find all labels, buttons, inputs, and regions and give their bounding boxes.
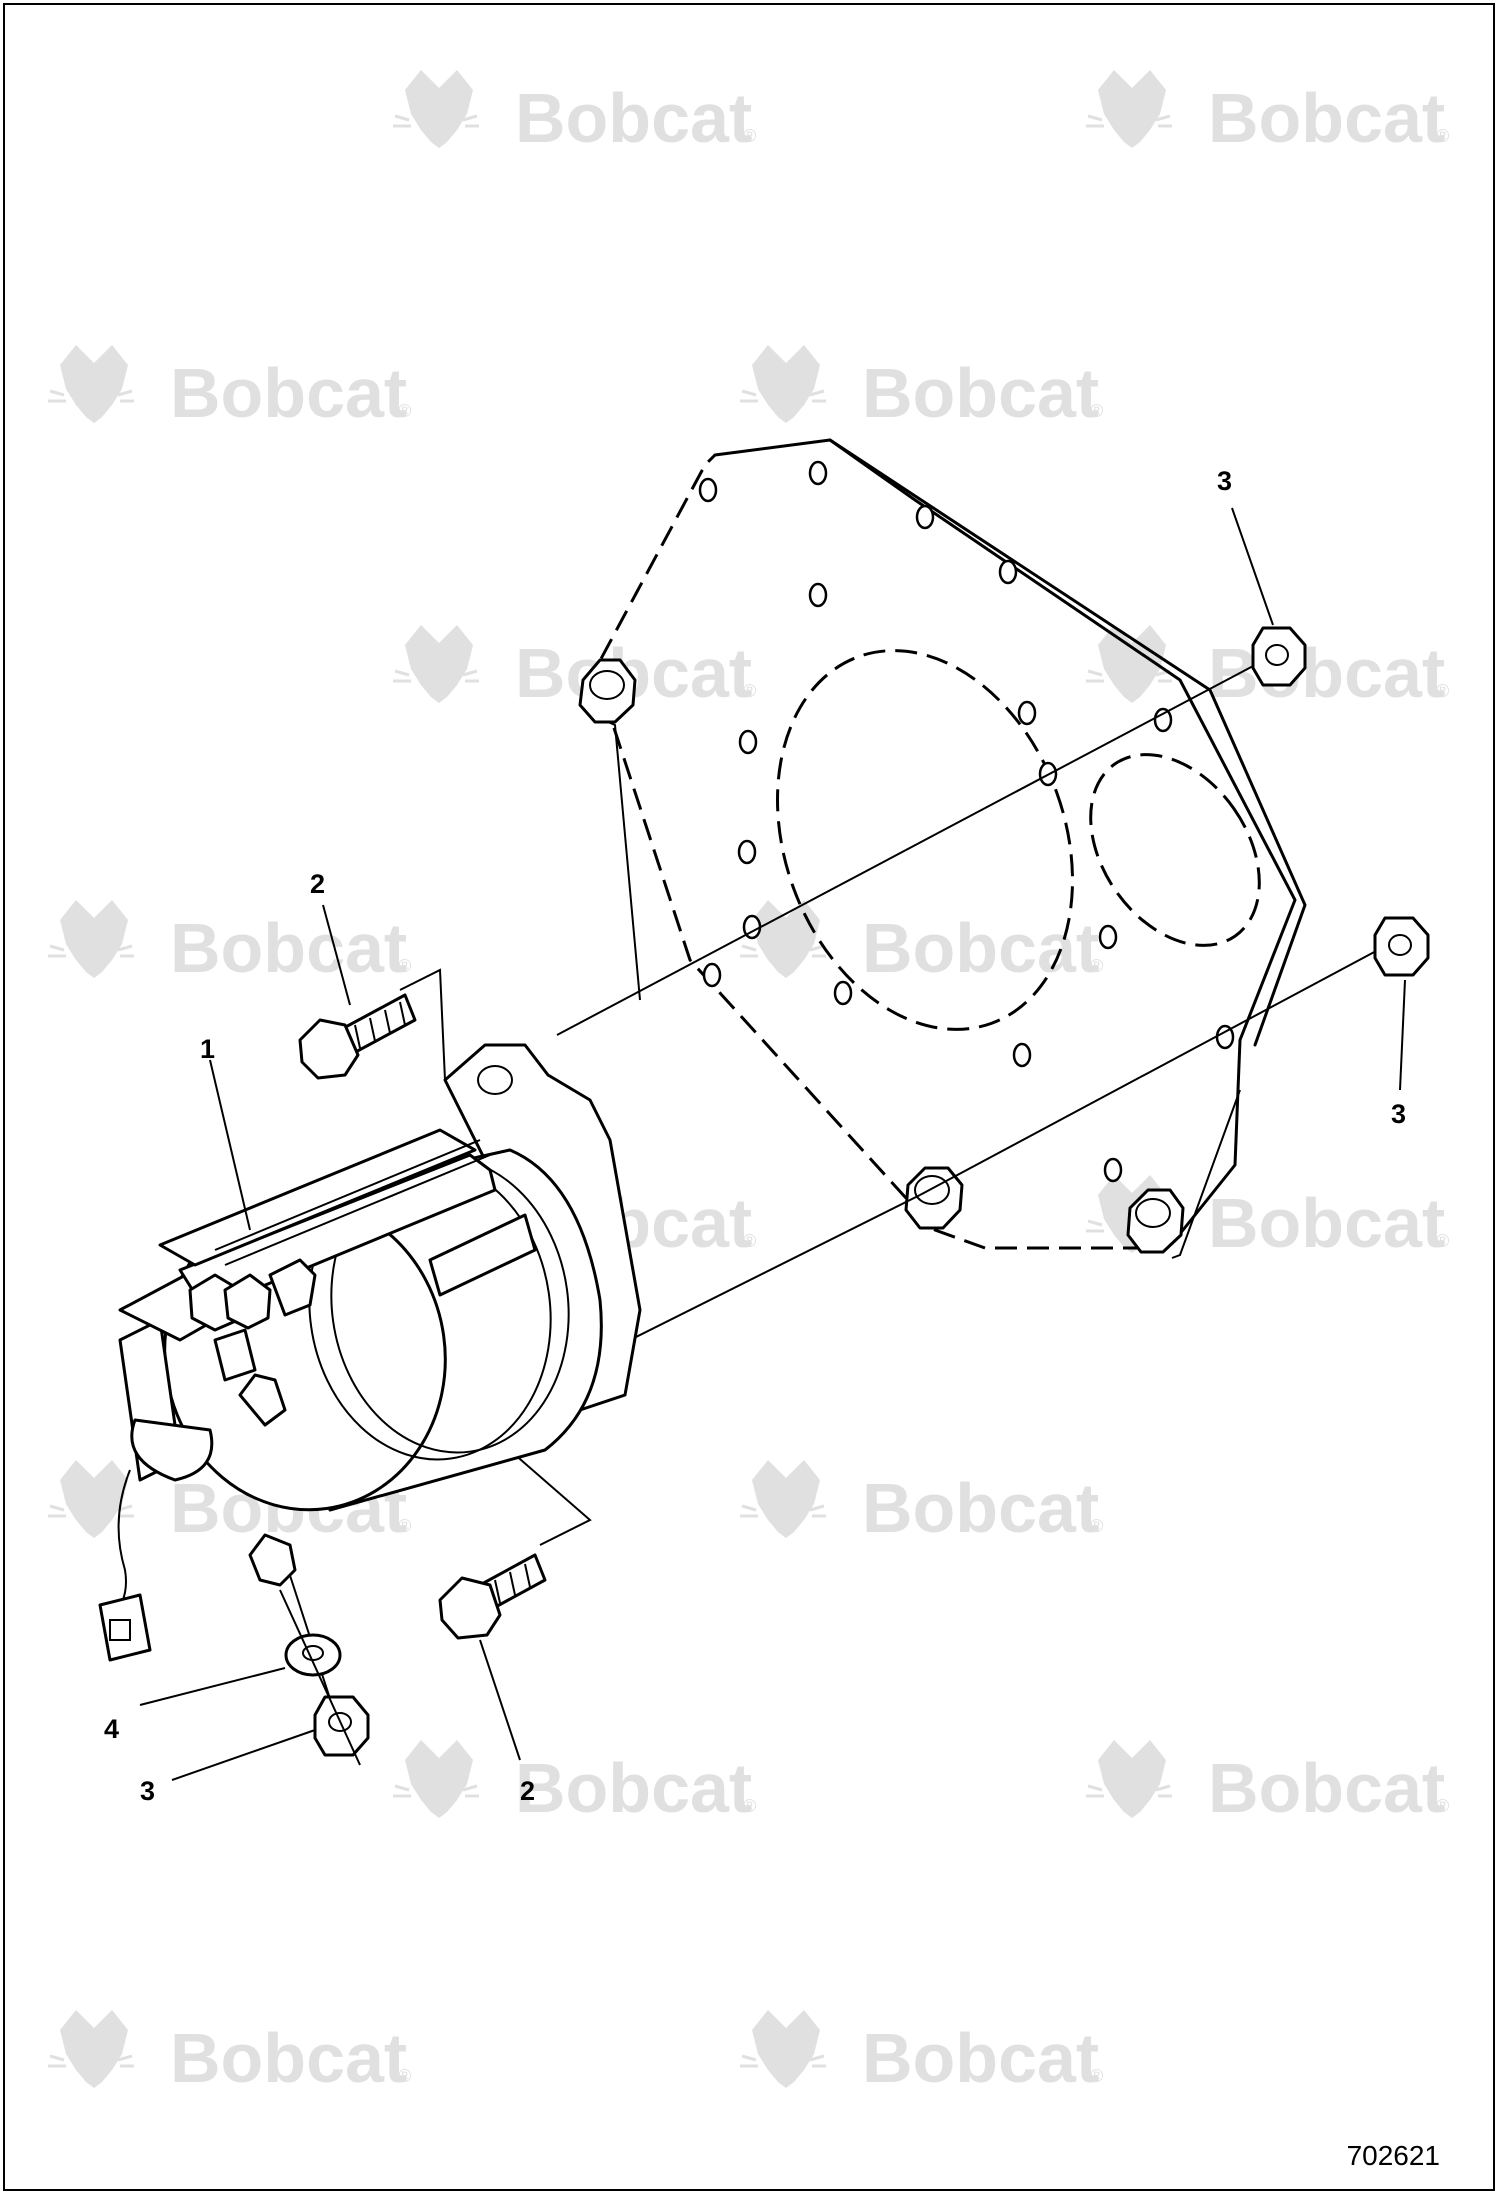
nut-lower-left xyxy=(279,1589,370,1766)
plate-studs xyxy=(578,658,1185,1254)
callout-bolt-lower: 2 xyxy=(520,1776,535,1806)
callout-starter: 1 xyxy=(200,1034,215,1064)
watermark-registered-mark: ® xyxy=(1090,1516,1103,1536)
watermark-registered-mark: ® xyxy=(1090,956,1103,976)
callout-nut-right: 3 xyxy=(1391,1099,1406,1129)
callout-nut-lower-left: 3 xyxy=(140,1776,155,1806)
bobcat-head-logo-icon xyxy=(738,343,828,425)
watermark-brand-text: Bobcat xyxy=(862,2019,1099,2097)
bobcat-watermark: Bobcat® xyxy=(738,2008,1103,2097)
callout-labels: 1 2 2 3 3 3 4 xyxy=(104,466,1406,1806)
bobcat-head-logo-icon xyxy=(738,1458,828,1540)
bobcat-head-logo-icon xyxy=(46,898,136,980)
nut-right xyxy=(1373,916,1430,977)
watermark-registered-mark: ® xyxy=(398,2066,411,2086)
bobcat-head-logo-icon xyxy=(46,343,136,425)
watermark-brand-text: Bobcat xyxy=(1208,1749,1445,1827)
bobcat-head-logo-icon xyxy=(391,1738,481,1820)
callout-leaders xyxy=(139,507,1406,1781)
watermark-registered-mark: ® xyxy=(1436,681,1449,701)
bobcat-watermark: Bobcat® xyxy=(738,343,1103,432)
watermark-brand-text: Bobcat xyxy=(170,354,407,432)
watermark-brand-text: Bobcat xyxy=(515,79,752,157)
bobcat-watermark: Bobcat® xyxy=(46,2008,411,2097)
adapter-plate xyxy=(578,438,1307,1254)
watermark-brand-text: Bobcat xyxy=(1208,634,1445,712)
bobcat-watermark: Bobcat® xyxy=(391,1738,756,1827)
bobcat-head-logo-icon xyxy=(391,68,481,150)
bobcat-head-logo-icon xyxy=(1084,68,1174,150)
bobcat-watermark: Bobcat® xyxy=(1084,623,1449,712)
watermark-registered-mark: ® xyxy=(743,1796,756,1816)
bobcat-head-logo-icon xyxy=(1084,1738,1174,1820)
watermark-registered-mark: ® xyxy=(398,1516,411,1536)
plate-holes xyxy=(698,460,1235,1183)
watermark-brand-text: Bobcat xyxy=(170,909,407,987)
watermark-registered-mark: ® xyxy=(1090,2066,1103,2086)
callout-nut-upper-right: 3 xyxy=(1217,466,1232,496)
drawing-number: 702621 xyxy=(1347,2140,1440,2171)
drawing-frame xyxy=(3,3,1495,2191)
bobcat-head-logo-icon xyxy=(46,2008,136,2090)
bobcat-watermark: Bobcat® xyxy=(391,623,756,712)
watermark-registered-mark: ® xyxy=(743,126,756,146)
bobcat-watermark: Bobcat® xyxy=(46,343,411,432)
watermark-registered-mark: ® xyxy=(1436,1231,1449,1251)
bobcat-watermark: Bobcat® xyxy=(738,898,1103,987)
bobcat-watermark: Bobcat® xyxy=(1084,1173,1449,1262)
watermark-brand-text: Bobcat xyxy=(862,909,1099,987)
watermark-registered-mark: ® xyxy=(1436,126,1449,146)
nut-upper-right xyxy=(1251,626,1307,687)
alignment-lines xyxy=(284,659,1379,1746)
watermark-registered-mark: ® xyxy=(398,401,411,421)
watermark-brand-text: Bobcat xyxy=(170,2019,407,2097)
bobcat-watermark: Bobcat® xyxy=(391,68,756,157)
watermark-registered-mark: ® xyxy=(398,956,411,976)
bobcat-watermark: Bobcat® xyxy=(1084,68,1449,157)
bobcat-head-logo-icon xyxy=(738,2008,828,2090)
washer xyxy=(284,1633,342,1677)
watermark-registered-mark: ® xyxy=(743,681,756,701)
watermark-brand-text: Bobcat xyxy=(1208,1184,1445,1262)
bolt-lower xyxy=(438,1553,547,1640)
bobcat-watermark: Bobcat® xyxy=(738,1458,1103,1547)
callout-bolt-upper: 2 xyxy=(310,869,325,899)
watermark-registered-mark: ® xyxy=(743,1231,756,1251)
bobcat-watermark: Bobcat® xyxy=(46,898,411,987)
watermark-brand-text: Bobcat xyxy=(515,1749,752,1827)
bolt-upper xyxy=(298,993,417,1080)
watermark-brand-text: Bobcat xyxy=(1208,79,1445,157)
bobcat-head-logo-icon xyxy=(391,623,481,705)
watermark-registered-mark: ® xyxy=(1436,1796,1449,1816)
watermark-brand-text: Bobcat xyxy=(862,354,1099,432)
starter-motor xyxy=(98,1043,642,1662)
bobcat-watermark: Bobcat® xyxy=(1084,1738,1449,1827)
watermark-registered-mark: ® xyxy=(1090,401,1103,421)
watermark-brand-text: Bobcat xyxy=(862,1469,1099,1547)
callout-washer: 4 xyxy=(104,1714,119,1744)
